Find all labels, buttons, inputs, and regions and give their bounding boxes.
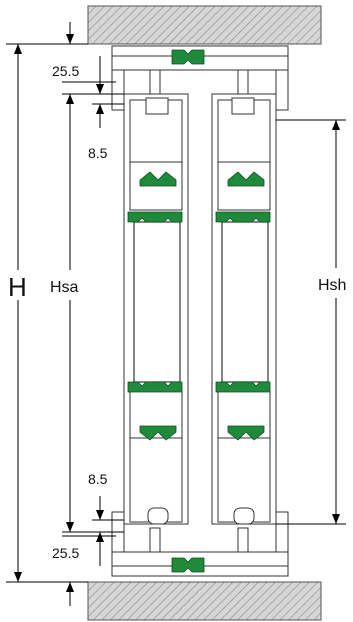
frame-head bbox=[111, 45, 289, 111]
dimension-hsa bbox=[62, 93, 124, 533]
dimension-top-overlap-label: 8.5 bbox=[88, 145, 108, 161]
right-sash bbox=[211, 93, 277, 525]
right-glass-pane bbox=[221, 221, 269, 383]
dimension-bottom-overlap-label: 8.5 bbox=[88, 471, 108, 487]
dimension-bottom-offset bbox=[62, 532, 116, 606]
dimension-bottom-offset-label: 25.5 bbox=[52, 545, 79, 561]
dimension-h bbox=[6, 43, 88, 583]
dimension-hsa-label: Hsa bbox=[50, 279, 79, 296]
left-sash bbox=[123, 93, 189, 525]
top-wall bbox=[87, 5, 322, 45]
dimension-bottom-overlap bbox=[92, 496, 124, 521]
bottom-wall bbox=[87, 581, 322, 621]
dimension-top-offset bbox=[62, 22, 116, 94]
dimension-hsh bbox=[276, 119, 346, 525]
dimension-top-overlap bbox=[92, 103, 124, 128]
left-glass-pane bbox=[133, 221, 181, 383]
dimension-h-label: H bbox=[8, 272, 27, 302]
dimension-top-offset-label: 25.5 bbox=[52, 63, 79, 79]
dimension-hsh-label: Hsh bbox=[318, 277, 346, 294]
